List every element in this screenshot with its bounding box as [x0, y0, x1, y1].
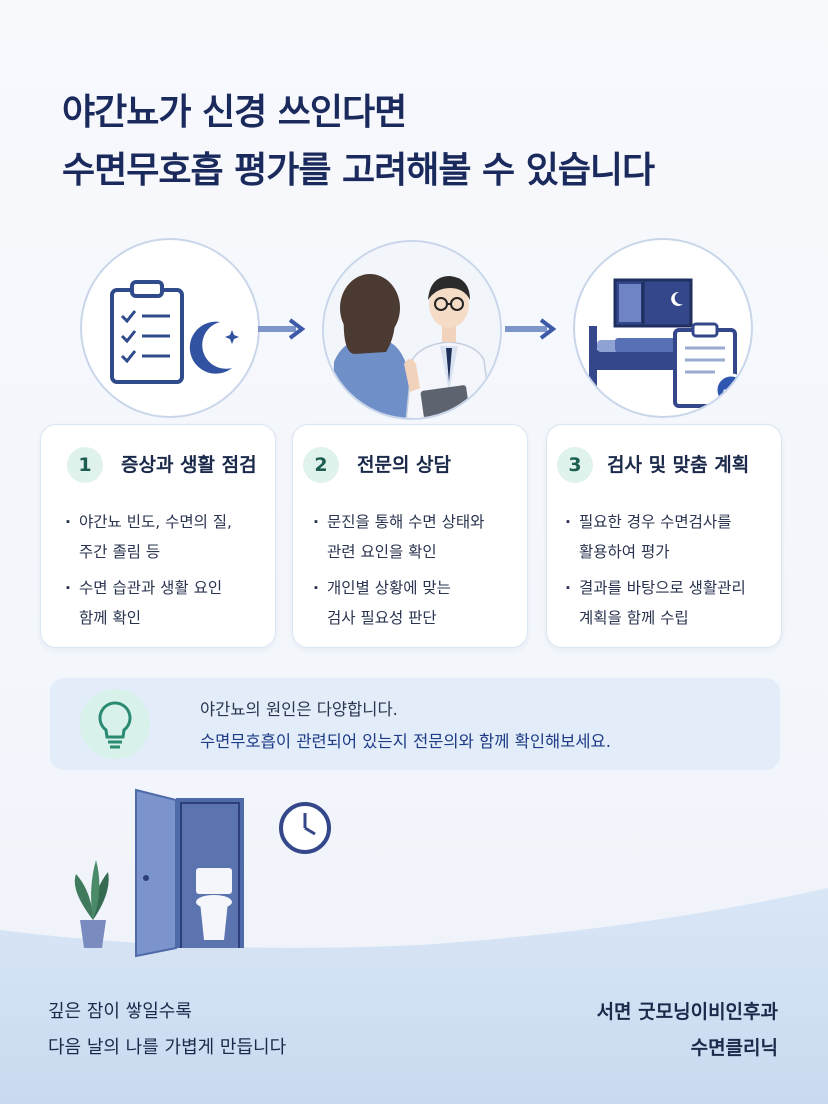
step-title: 증상과 생활 점검: [121, 454, 257, 476]
title-line-2: 수면무호흡 평가를 고려해볼 수 있습니다: [62, 150, 655, 191]
step-bullet: 필요한 경우 수면검사를 활용하여 평가: [565, 507, 775, 567]
step3-illustration: [573, 238, 753, 418]
clipboard-checklist-icon: [110, 280, 239, 384]
step1-illustration: [80, 238, 260, 418]
step-bullet: 야간뇨 빈도, 수면의 질, 주간 졸림 등: [65, 507, 275, 567]
step-number-badge: 1: [67, 447, 103, 483]
step-bullet: 문진을 통해 수면 상태와 관련 요인을 확인: [313, 507, 523, 567]
title-line-1: 야간뇨가 신경 쓰인다면: [62, 92, 407, 133]
arrow-right-icon: [258, 318, 306, 340]
step-card-1: 1 증상과 생활 점검 야간뇨 빈도, 수면의 질, 주간 졸림 등 수면 습관…: [40, 424, 276, 648]
tip-text-line-2: 수면무호흡이 관련되어 있는지 전문의와 함께 확인해보세요.: [200, 732, 611, 751]
step-card-2: 2 전문의 상담 문진을 통해 수면 상태와 관련 요인을 확인 개인별 상황에…: [292, 424, 528, 648]
footer-slogan: 깊은 잠이 쌓일수록 다음 날의 나를 가볍게 만듭니다: [48, 1001, 287, 1058]
potted-plant-icon: [74, 860, 109, 948]
step-bullet: 결과를 바탕으로 생활관리 계획을 함께 수립: [565, 573, 775, 633]
tip-text-line-1: 야간뇨의 원인은 다양합니다.: [200, 700, 398, 719]
clinic-name: 서면 굿모닝이비인후과 수면클리닉: [596, 1001, 778, 1059]
step-number-badge: 2: [303, 447, 339, 483]
step-title: 검사 및 맞춤 계획: [607, 454, 750, 476]
lightbulb-icon: [80, 689, 150, 759]
step-title: 전문의 상담: [357, 454, 452, 476]
tip-box: 야간뇨의 원인은 다양합니다. 수면무호흡이 관련되어 있는지 전문의와 함께 …: [50, 678, 780, 770]
moon-stars-icon: [189, 321, 239, 374]
arrow-right-icon: [505, 318, 557, 340]
step-card-3: 3 검사 및 맞춤 계획 필요한 경우 수면검사를 활용하여 평가 결과를 바탕…: [546, 424, 782, 648]
step-bullet: 개인별 상황에 맞는 검사 필요성 판단: [313, 573, 523, 633]
doctor-consultation-icon: [324, 242, 500, 418]
step-number-badge: 3: [557, 447, 593, 483]
bathroom-scene-illustration: [0, 788, 828, 1104]
page-title: 야간뇨가 신경 쓰인다면 수면무호흡 평가를 고려해볼 수 있습니다: [62, 84, 655, 200]
wall-clock-icon: [279, 802, 331, 854]
bed-night-icon: [589, 278, 748, 408]
step-bullet: 수면 습관과 생활 요인 함께 확인: [65, 573, 275, 633]
clipboard-check-icon: [673, 322, 748, 408]
toilet-icon: [196, 868, 232, 940]
step2-illustration: [322, 240, 502, 420]
